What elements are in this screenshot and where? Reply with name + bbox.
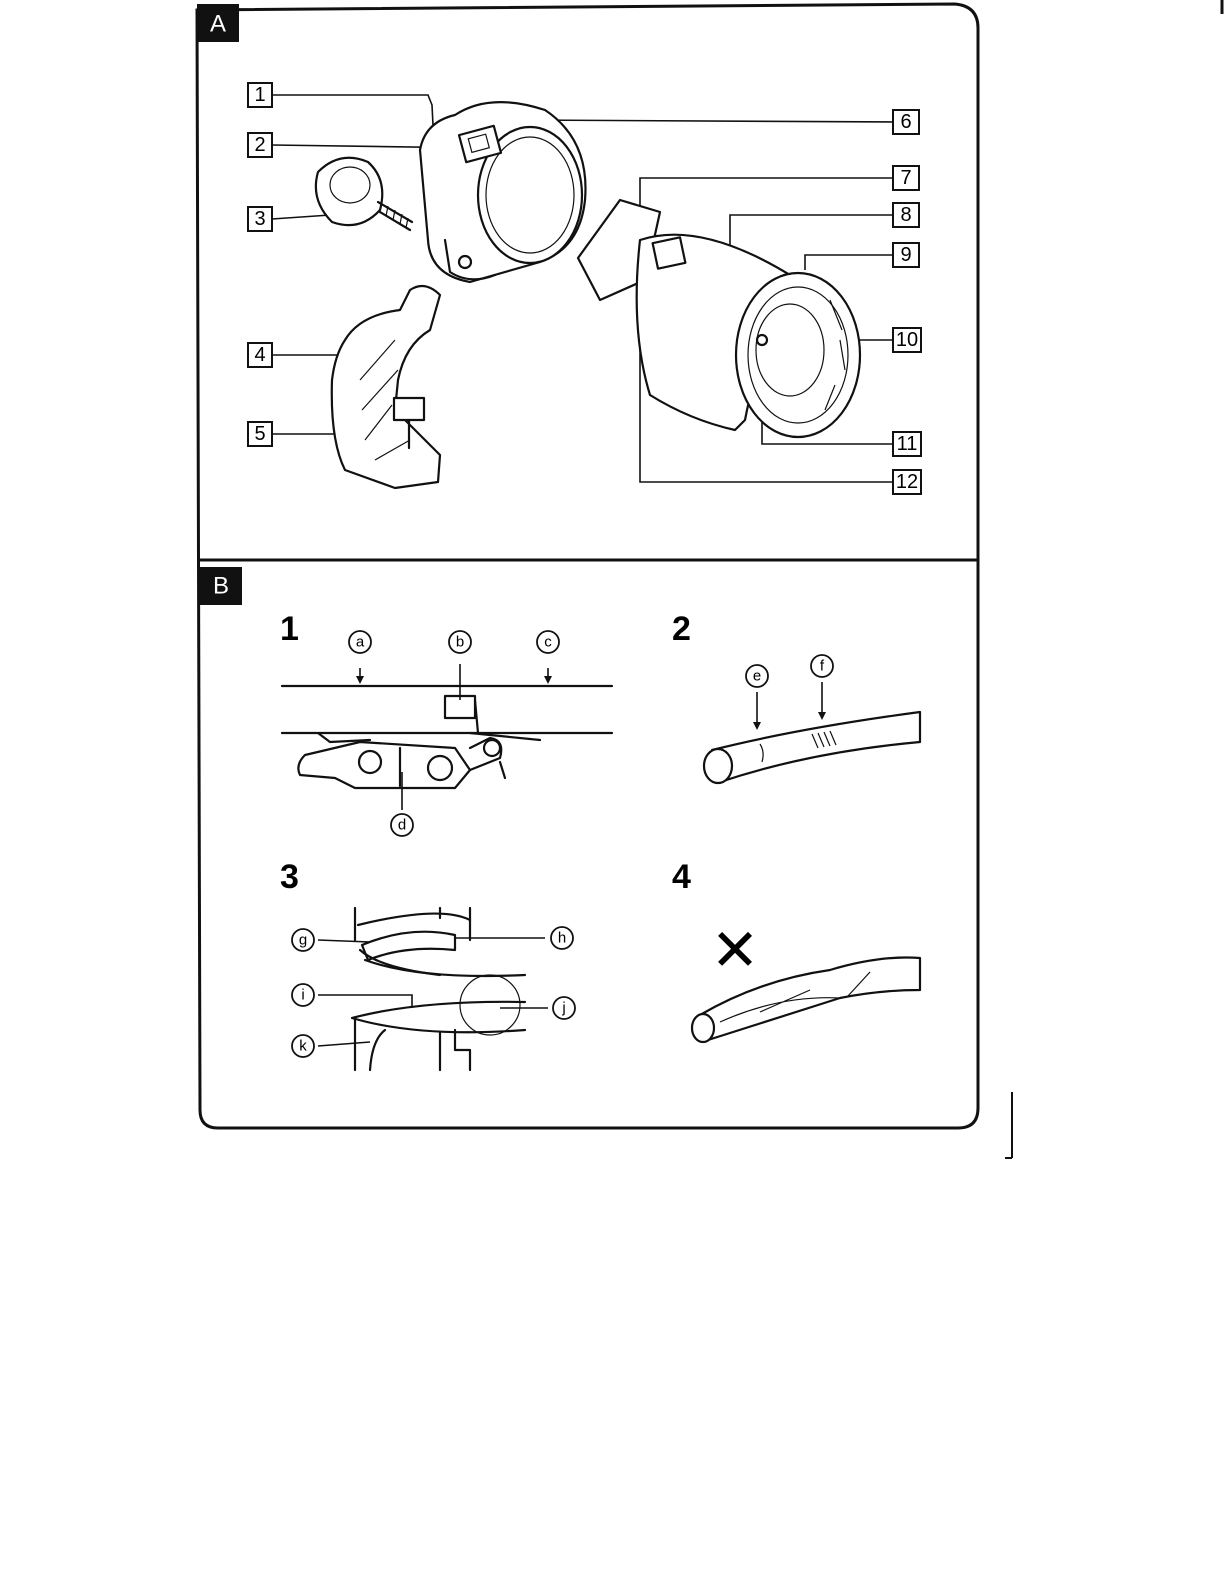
svg-text:g: g bbox=[299, 932, 307, 949]
step-3-number: 3 bbox=[280, 858, 299, 896]
callout-3: 3 bbox=[248, 207, 272, 231]
svg-text:6: 6 bbox=[900, 111, 911, 133]
callout-12: 12 bbox=[893, 470, 921, 494]
svg-text:j: j bbox=[561, 1000, 565, 1017]
svg-text:3: 3 bbox=[254, 208, 265, 230]
svg-text:k: k bbox=[299, 1038, 307, 1055]
callout-4: 4 bbox=[248, 343, 272, 367]
svg-text:12: 12 bbox=[896, 471, 918, 493]
svg-text:8: 8 bbox=[900, 204, 911, 226]
svg-text:b: b bbox=[456, 634, 464, 651]
callout-letter-c: c bbox=[537, 631, 559, 653]
scan-artifacts bbox=[1005, 0, 1222, 1158]
callout-11: 11 bbox=[893, 432, 921, 456]
svg-text:5: 5 bbox=[254, 423, 265, 445]
diagram-frame bbox=[197, 4, 978, 1128]
callout-letter-h: h bbox=[551, 927, 573, 949]
section-b-tag: B bbox=[200, 567, 242, 605]
svg-text:a: a bbox=[356, 634, 365, 651]
callout-letter-k: k bbox=[292, 1035, 314, 1057]
svg-text:A: A bbox=[210, 11, 226, 38]
section-a-tag: A bbox=[197, 4, 239, 42]
callout-2: 2 bbox=[248, 133, 272, 157]
step-3-drawing bbox=[318, 908, 548, 1070]
incorrect-cross-icon: ✕ bbox=[711, 916, 760, 984]
svg-text:4: 4 bbox=[254, 344, 265, 366]
svg-text:10: 10 bbox=[896, 329, 918, 351]
step-1-drawing bbox=[282, 664, 612, 810]
part-holder-ring-drawing bbox=[420, 102, 586, 282]
svg-text:7: 7 bbox=[900, 167, 911, 189]
svg-text:1: 1 bbox=[254, 84, 265, 106]
svg-text:e: e bbox=[753, 668, 761, 685]
svg-text:9: 9 bbox=[900, 244, 911, 266]
svg-text:c: c bbox=[544, 634, 552, 651]
svg-text:d: d bbox=[398, 817, 406, 834]
callout-letter-f: f bbox=[811, 655, 833, 677]
callout-letter-j: j bbox=[553, 997, 575, 1019]
callout-7: 7 bbox=[893, 166, 919, 190]
svg-text:11: 11 bbox=[897, 433, 918, 455]
svg-text:2: 2 bbox=[254, 134, 265, 156]
part-light-head-drawing bbox=[578, 200, 860, 437]
callout-10: 10 bbox=[893, 328, 921, 352]
callout-9: 9 bbox=[893, 243, 919, 267]
callout-letter-b: b bbox=[449, 631, 471, 653]
step-4-drawing: ✕ bbox=[692, 916, 920, 1042]
callout-letter-a: a bbox=[349, 631, 371, 653]
svg-text:h: h bbox=[558, 930, 566, 947]
part-knob-screw-drawing bbox=[316, 158, 412, 230]
step-1-number: 1 bbox=[280, 610, 299, 648]
callout-5: 5 bbox=[248, 422, 272, 446]
callout-1: 1 bbox=[248, 83, 272, 107]
svg-text:B: B bbox=[213, 573, 229, 600]
callout-8: 8 bbox=[893, 203, 919, 227]
callout-letter-d: d bbox=[391, 814, 413, 836]
callout-letter-i: i bbox=[292, 984, 314, 1006]
step-2-drawing bbox=[704, 682, 920, 783]
part-mount-bracket-drawing bbox=[332, 286, 440, 488]
step-2-number: 2 bbox=[672, 610, 691, 648]
svg-text:i: i bbox=[301, 987, 304, 1004]
step-4-number: 4 bbox=[672, 858, 691, 896]
callout-6: 6 bbox=[893, 110, 919, 134]
callout-letter-g: g bbox=[292, 929, 314, 951]
callout-letter-e: e bbox=[746, 665, 768, 687]
